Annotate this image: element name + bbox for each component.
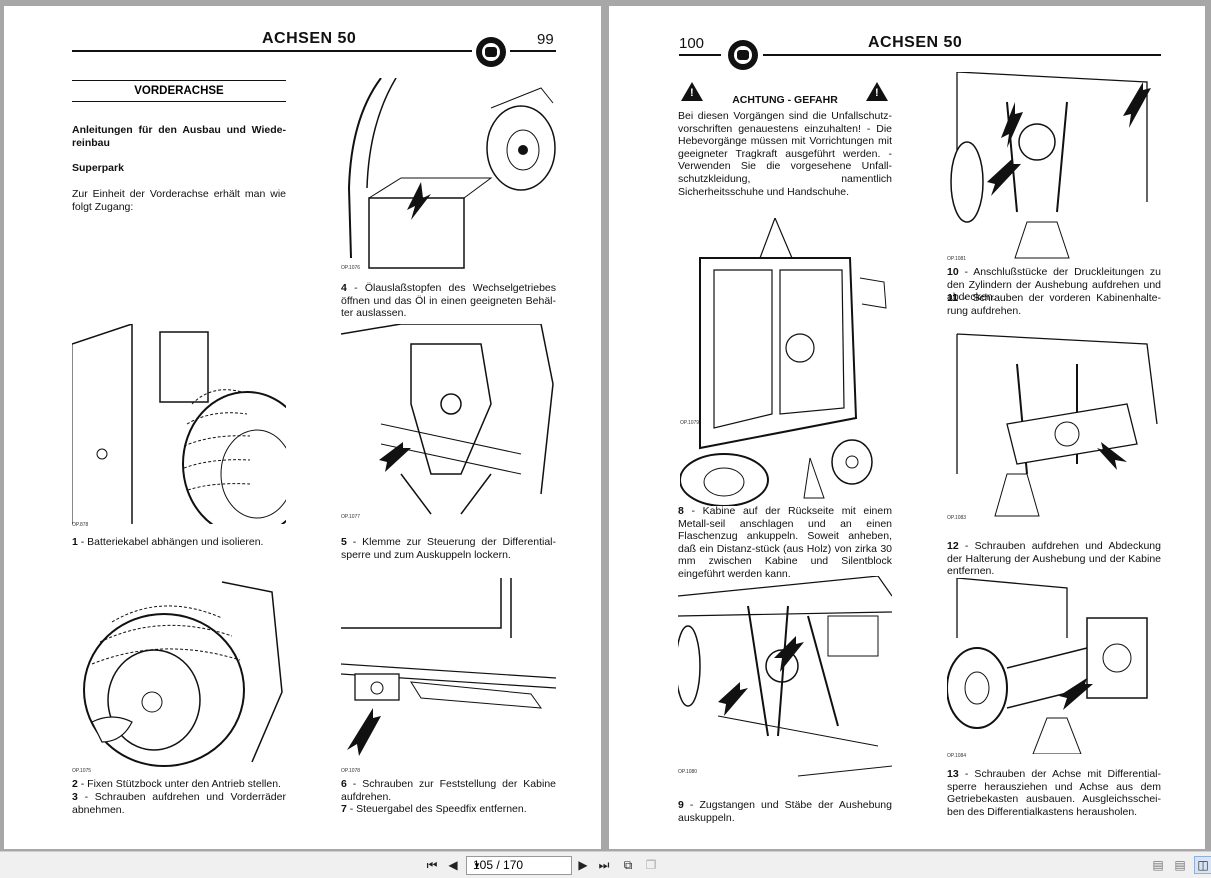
figure-code: OP.1080 bbox=[678, 769, 698, 775]
document-viewport[interactable]: ACHSEN 50 99 VORDERACHSE Anleitungen für… bbox=[0, 0, 1211, 851]
figure-lift-rods bbox=[678, 576, 892, 786]
step-3-text: 3 - Schrauben aufdrehen und Vorderräder … bbox=[72, 791, 286, 816]
page-header-title: ACHSEN 50 bbox=[868, 34, 963, 51]
figure-lift-support bbox=[947, 324, 1161, 520]
page-99: ACHSEN 50 99 VORDERACHSE Anleitungen für… bbox=[4, 6, 601, 849]
step-5-text: 5 - Klemme zur Steuerung der Differentia… bbox=[341, 536, 556, 561]
warning-text: Bei diesen Vorgängen sind die Unfallschu… bbox=[678, 110, 892, 198]
intro-text: Zur Einheit der Vorderachse erhält man w… bbox=[72, 188, 286, 213]
brand-logo-icon bbox=[728, 40, 758, 70]
figure-cabin-lift bbox=[680, 218, 894, 506]
figure-pressure-lines bbox=[947, 72, 1161, 262]
brand-logo-icon bbox=[476, 37, 506, 67]
section-title: VORDERACHSE bbox=[72, 80, 286, 102]
step-1-text: 1 - Batteriekabel abhängen und isolieren… bbox=[72, 536, 264, 548]
figure-wheel-removal bbox=[72, 572, 286, 770]
first-page-icon[interactable]: ⏮ bbox=[426, 858, 438, 872]
viewer-toolbar: ⏮ ◀ 105 / 170 ▼ ▶ ⏭ ⧉ ❐ ▤ ▤ ◫ bbox=[0, 851, 1211, 878]
fit-page-icon[interactable]: ⧉ bbox=[623, 858, 633, 872]
step-13-text: 13 - Schrauben der Achse mit Differentia… bbox=[947, 768, 1161, 818]
header-rule-short bbox=[679, 54, 721, 56]
page-100: 100 ACHSEN 50 ACHTUNG - GEFAHR Bei diese… bbox=[609, 6, 1205, 849]
page-number-input[interactable]: 105 / 170 ▼ bbox=[466, 856, 572, 875]
figure-code: OP.1077 bbox=[341, 514, 361, 520]
header-rule-short bbox=[510, 50, 556, 52]
next-page-icon[interactable]: ▶ bbox=[578, 858, 588, 872]
figure-axle-removal bbox=[947, 578, 1161, 754]
facing-pages-view-icon[interactable]: ◫ bbox=[1194, 856, 1211, 874]
single-page-view-icon[interactable]: ▤ bbox=[1152, 858, 1164, 872]
figure-code: OP.1084 bbox=[947, 753, 967, 759]
previous-page-icon[interactable]: ◀ bbox=[448, 858, 458, 872]
figure-code: OP.1079 bbox=[680, 420, 700, 426]
step-9-text: 9 - Zugstangen und Stäbe der Aushebung a… bbox=[678, 799, 892, 824]
instructions-heading: Anleitungen für den Ausbau und Wiede-rei… bbox=[72, 124, 286, 149]
figure-code: OP.1076 bbox=[341, 265, 361, 271]
last-page-icon[interactable]: ⏭ bbox=[598, 858, 610, 872]
warning-triangle-icon bbox=[866, 82, 888, 101]
header-rule bbox=[72, 50, 472, 52]
step-4-text: 4 - Ölauslaßstopfen des Wechselgetriebes… bbox=[341, 282, 556, 320]
page-indicator: 105 / 170 bbox=[473, 858, 524, 872]
continuous-view-icon[interactable]: ▤ bbox=[1174, 858, 1186, 872]
header-rule bbox=[763, 54, 1161, 56]
warning-title: ACHTUNG - GEFAHR bbox=[732, 94, 838, 106]
figure-battery bbox=[72, 324, 286, 524]
step-7-text: 7 - Steuergabel des Speedfix entfernen. bbox=[341, 803, 527, 815]
figure-cabin-bolts bbox=[341, 578, 556, 758]
model-subheading: Superpark bbox=[72, 162, 124, 174]
figure-differential-lock bbox=[341, 324, 556, 520]
figure-code: OP.1081 bbox=[947, 256, 967, 262]
copy-icon[interactable]: ❐ bbox=[645, 858, 657, 872]
figure-code: OP.1083 bbox=[947, 515, 967, 521]
step-6-text: 6 - Schrauben zur Feststellung der Kabin… bbox=[341, 778, 556, 803]
step-10-text: 10 - Anschlußstücke der Druckleitungen z… bbox=[947, 266, 1161, 304]
step-8-text: 8 - Kabine auf der Rückseite mit einem M… bbox=[678, 505, 892, 580]
figure-code: OP.878 bbox=[72, 522, 89, 528]
step-12-text: 12 - Schrauben aufdrehen und Abdeckung d… bbox=[947, 540, 1161, 578]
page-number: 99 bbox=[537, 31, 554, 48]
step-2-text: 2 - Fixen Stützbock unter den Antrieb st… bbox=[72, 778, 281, 790]
page-number: 100 bbox=[679, 35, 705, 52]
page-header-title: ACHSEN 50 bbox=[262, 30, 357, 47]
figure-code: OP.1078 bbox=[341, 768, 361, 774]
figure-oil-drain bbox=[341, 78, 556, 274]
figure-code: OP.1075 bbox=[72, 768, 92, 774]
chevron-down-icon[interactable]: ▼ bbox=[473, 861, 481, 870]
warning-triangle-icon bbox=[681, 82, 703, 101]
step-11-text: 11 - Schrauben der vorderen Kabinenhalte… bbox=[947, 292, 1161, 317]
